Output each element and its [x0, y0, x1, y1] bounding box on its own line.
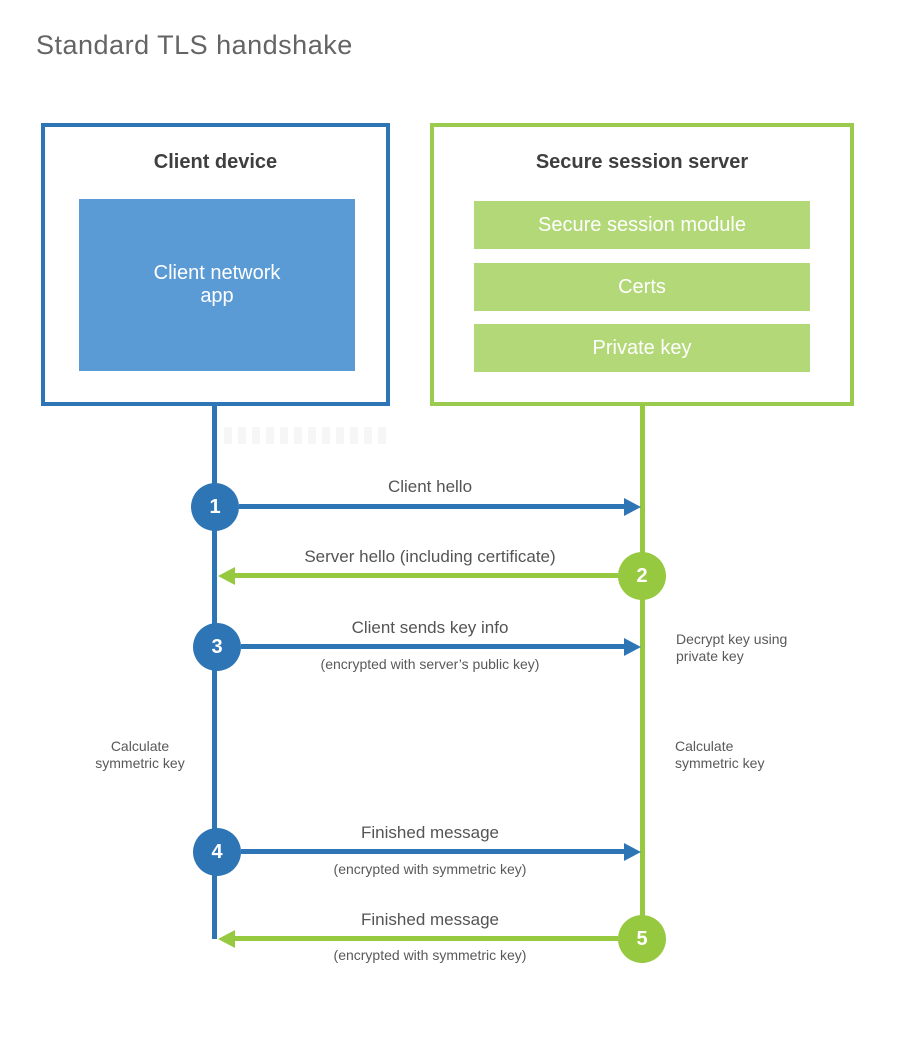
note-calculate-symmetric-key-client: Calculate symmetric key	[95, 738, 185, 772]
page-title: Standard TLS handshake	[36, 30, 353, 60]
step-4-badge: 4	[193, 828, 241, 876]
server-module-secure-session: Secure session module	[474, 201, 810, 249]
step-2-badge: 2	[618, 552, 666, 600]
client-device-box: Client device Client network app	[41, 123, 390, 406]
note-calculate-symmetric-key-server: Calculate symmetric key	[675, 738, 765, 772]
message-3-arrow-line	[241, 644, 624, 649]
arrow-right-icon	[624, 638, 641, 656]
server-module-certs: Certs	[474, 263, 810, 311]
arrow-left-icon	[218, 930, 235, 948]
step-5-badge: 5	[618, 915, 666, 963]
message-3-sublabel: (encrypted with server’s public key)	[320, 656, 540, 672]
message-3-label: Client sends key info	[351, 618, 509, 637]
client-device-title: Client device	[153, 151, 278, 173]
secure-session-server-title: Secure session server	[535, 151, 749, 173]
message-2-label: Server hello (including certificate)	[304, 547, 556, 566]
server-lifeline	[640, 404, 645, 963]
faint-ghost-artifact	[224, 427, 392, 444]
arrow-right-icon	[624, 498, 641, 516]
note-decrypt-key: Decrypt key using private key	[676, 631, 788, 665]
message-5-arrow-line	[234, 936, 618, 941]
message-4-label: Finished message	[361, 823, 499, 842]
message-4-sublabel: (encrypted with symmetric key)	[333, 861, 527, 877]
message-1-arrow-line	[239, 504, 624, 509]
arrow-right-icon	[624, 843, 641, 861]
message-5-sublabel: (encrypted with symmetric key)	[333, 947, 527, 963]
message-5-label: Finished message	[361, 910, 499, 929]
message-1-label: Client hello	[387, 477, 473, 496]
step-1-badge: 1	[191, 483, 239, 531]
client-network-app-box: Client network app	[79, 199, 355, 371]
client-lifeline	[212, 404, 217, 939]
secure-session-server-box: Secure session server Secure session mod…	[430, 123, 854, 406]
message-4-arrow-line	[241, 849, 624, 854]
arrow-left-icon	[218, 567, 235, 585]
step-3-badge: 3	[193, 623, 241, 671]
server-module-private-key: Private key	[474, 324, 810, 372]
message-2-arrow-line	[234, 573, 618, 578]
